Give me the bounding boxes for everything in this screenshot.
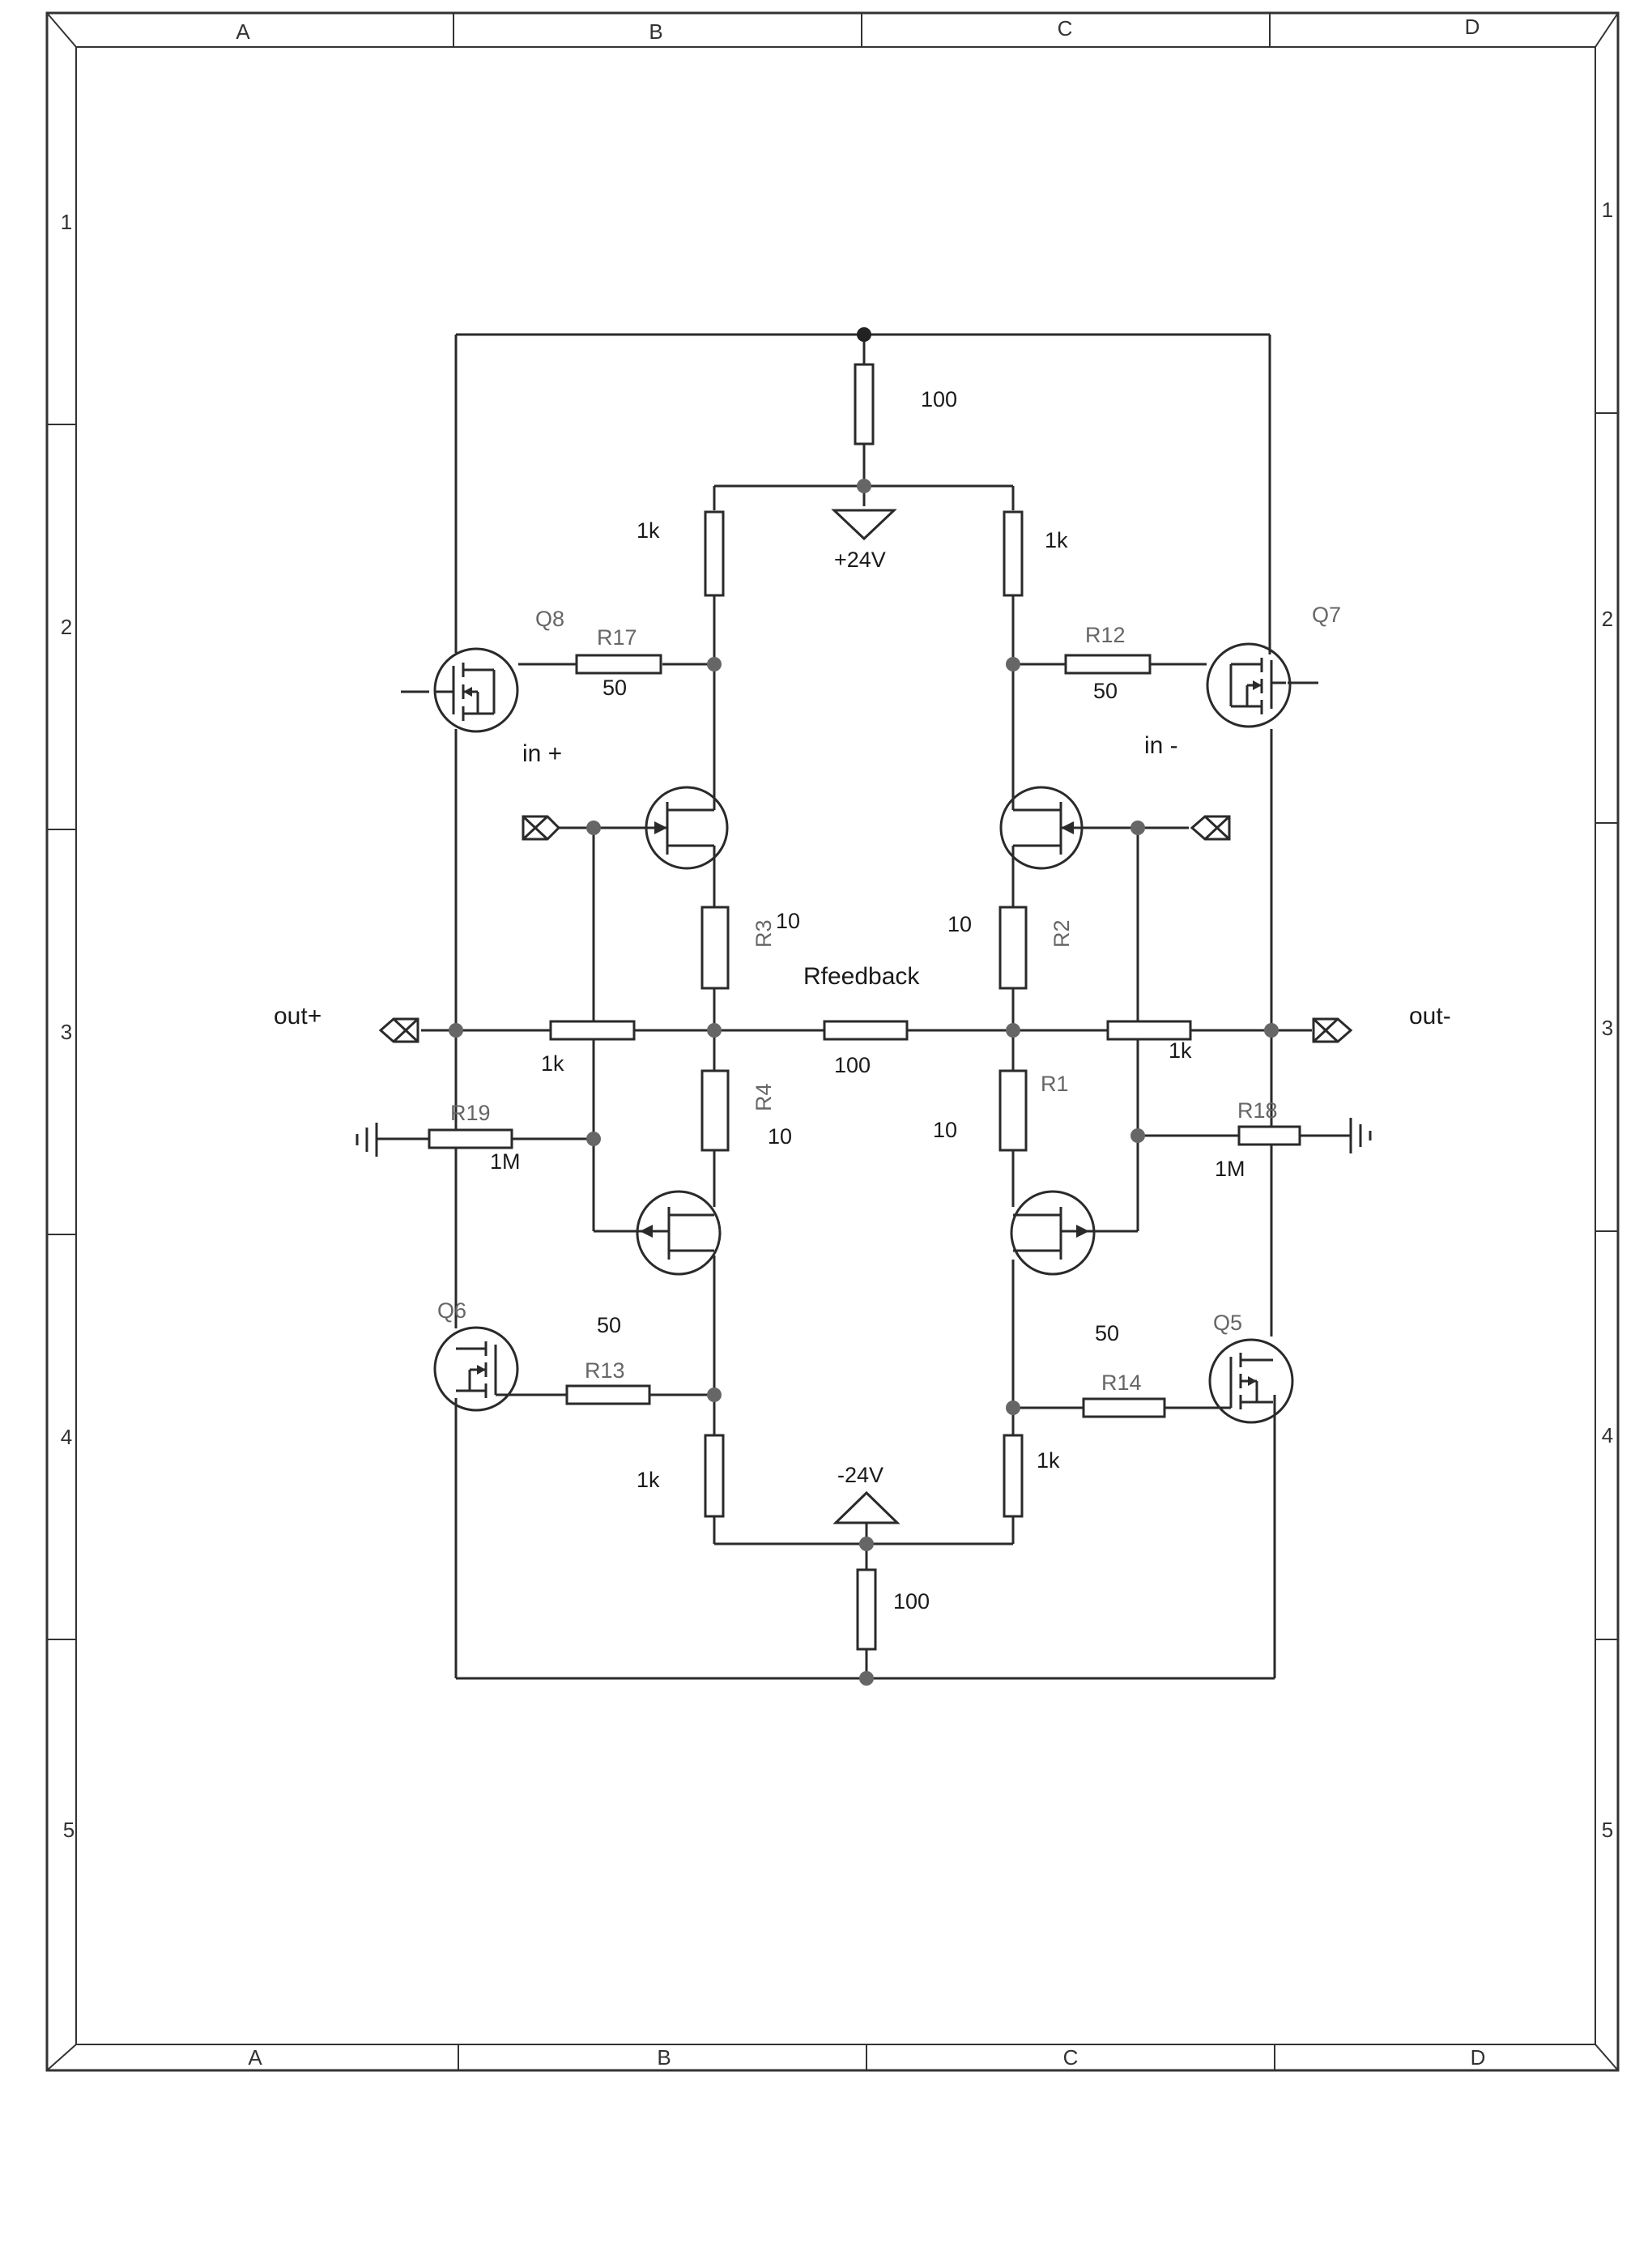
value-r19: 1M [490,1149,521,1174]
resistor-r19 [428,1128,513,1149]
jfet-lower-right [1010,1190,1096,1276]
zone-bottom-d: D [1471,2045,1486,2070]
ground-right-symbol [1349,1118,1372,1153]
resistor-feedback [823,1020,909,1041]
zone-top-c: C [1058,16,1073,40]
label-r19: R19 [450,1101,491,1125]
zone-top-b: B [649,19,662,44]
value-bottom-left-load: 1k [637,1468,660,1492]
port-out-minus [1312,1017,1353,1043]
port-in-minus [1190,815,1231,841]
zone-right-2: 2 [1602,607,1613,631]
value-out-left: 1k [541,1051,564,1076]
value-r3: 10 [776,909,800,933]
value-r2: 10 [947,912,972,936]
value-r4: 10 [768,1124,792,1149]
resistor-r17 [575,654,662,675]
plus-24v-symbol [831,509,897,541]
value-top-supply: 100 [921,387,957,411]
port-out-plus [378,1017,419,1043]
resistor-top-supply [854,363,875,446]
zone-bottom-a: A [248,2045,262,2070]
label-out-plus: out+ [274,1003,321,1030]
zone-top-d: D [1465,15,1480,39]
zone-left-4: 4 [61,1425,72,1449]
junction-nodes [449,327,1279,1686]
jfet-upper-right [999,786,1089,870]
mosfet-q7 [1206,642,1292,728]
value-top-right-load: 1k [1045,528,1068,552]
value-bottom-right-load: 1k [1037,1448,1060,1473]
resistor-bottom-supply [856,1568,877,1651]
mosfet-q5 [1208,1338,1294,1424]
label-in-minus: in - [1144,732,1178,759]
value-top-left-load: 1k [637,518,660,543]
resistor-r13 [565,1384,651,1405]
zone-right-1: 1 [1602,198,1613,222]
label-q7: Q7 [1312,603,1341,627]
zone-left-2: 2 [61,615,72,639]
zone-labels: A B C D A B C D 1 2 3 4 5 1 2 3 4 5 [61,15,1613,2070]
resistor-bottom-right-load [1003,1434,1024,1518]
label-minus-24v: -24V [837,1463,883,1487]
mosfet-q6 [433,1326,519,1412]
resistor-r3 [700,906,730,990]
label-r14: R14 [1101,1371,1142,1395]
resistor-out-left [549,1020,636,1041]
value-r14: 50 [1095,1321,1119,1345]
value-r1: 10 [933,1118,957,1142]
label-q8: Q8 [535,607,564,631]
label-out-minus: out- [1409,1003,1451,1030]
zone-right-4: 4 [1602,1423,1613,1447]
value-r18: 1M [1215,1157,1245,1181]
label-plus-24v: +24V [834,548,886,572]
label-r4: R4 [752,1083,776,1111]
label-r1: R1 [1041,1072,1069,1096]
label-rfeedback: Rfeedback [803,963,920,990]
label-q6: Q6 [437,1298,466,1323]
resistor-r1 [998,1069,1028,1152]
value-r13: 50 [597,1313,621,1337]
zone-left-1: 1 [61,210,72,234]
zone-top-a: A [236,19,250,44]
component-labels: 100 1k 1k +24V Q8 R17 50 R12 50 Q7 in + … [274,387,1451,1614]
port-in-plus [522,815,561,841]
drawing-frame [45,11,1620,2072]
minus-24v-symbol [832,1490,901,1524]
value-r12: 50 [1093,679,1118,703]
zone-left-3: 3 [61,1020,72,1044]
value-out-right: 1k [1169,1038,1192,1063]
resistor-r4 [700,1069,730,1152]
mosfet-q8 [433,647,519,733]
resistor-r14 [1082,1397,1166,1418]
zone-bottom-b: B [657,2045,671,2070]
value-bottom-supply: 100 [893,1589,930,1614]
zone-bottom-c: C [1063,2045,1079,2070]
label-r18: R18 [1237,1098,1278,1123]
label-r12: R12 [1085,623,1126,647]
resistor-r18 [1237,1125,1301,1146]
resistor-r2 [998,906,1028,990]
resistor-bottom-left-load [704,1434,725,1518]
label-r17: R17 [597,625,637,650]
value-feedback: 100 [834,1053,871,1077]
value-r17: 50 [602,676,627,700]
label-r13: R13 [585,1358,625,1383]
label-r2: R2 [1050,919,1074,948]
label-in-plus: in + [522,740,562,767]
resistor-top-right-load [1003,510,1024,597]
label-q5: Q5 [1213,1311,1242,1335]
jfet-upper-left [640,786,729,870]
ground-left-symbol [356,1123,378,1157]
zone-right-3: 3 [1602,1016,1613,1040]
zone-right-5: 5 [1602,1818,1613,1842]
zone-left-5: 5 [63,1818,75,1842]
resistor-bodies [428,363,1301,1651]
resistor-out-right [1106,1020,1192,1041]
jfet-lower-left [636,1190,722,1276]
resistor-r12 [1064,654,1152,675]
resistor-top-left-load [704,510,725,597]
label-r3: R3 [752,919,776,948]
